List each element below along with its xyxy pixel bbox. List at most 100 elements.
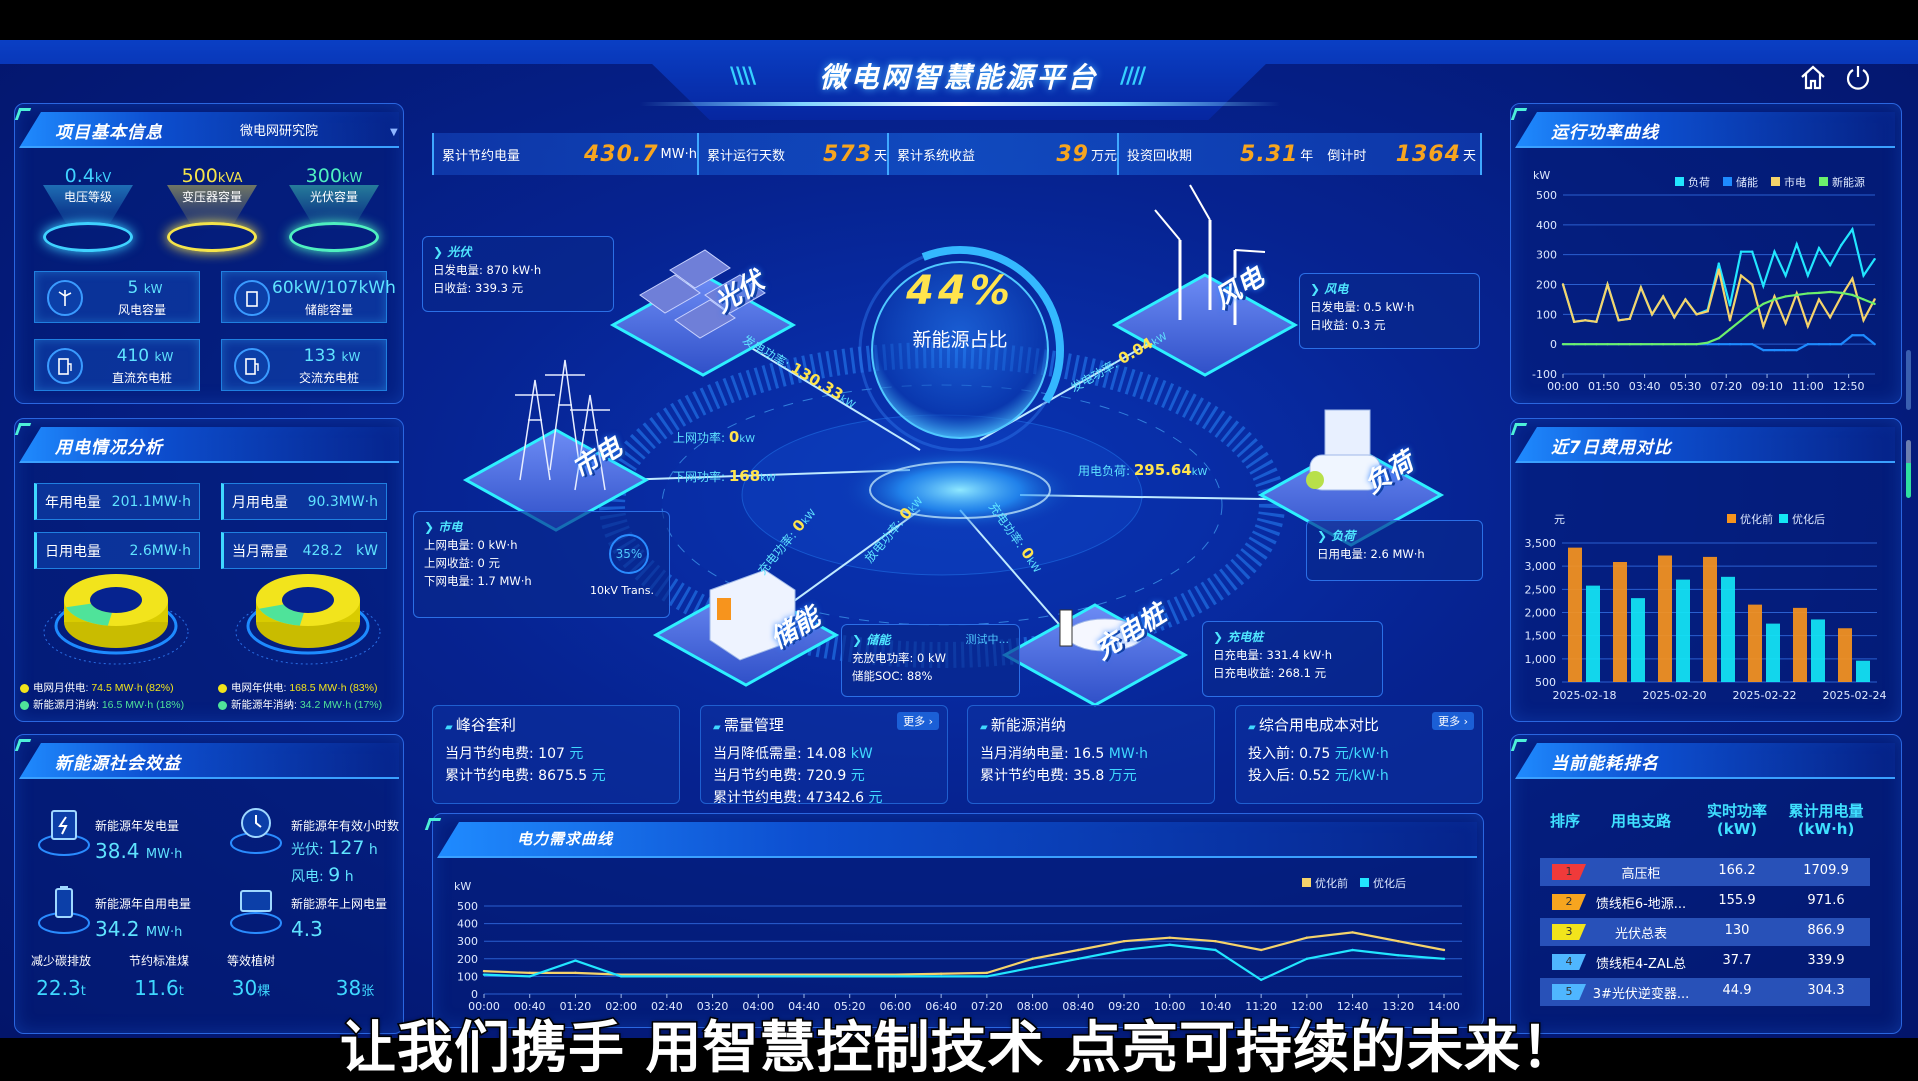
building-icon — [1306, 409, 1381, 491]
data-point — [1806, 325, 1810, 328]
scrollbar[interactable] — [1906, 350, 1911, 410]
bar-优化后-2025-02-19 — [1631, 598, 1645, 682]
power-tower-icon — [515, 359, 610, 491]
y-tick-label: 500 — [1535, 676, 1556, 689]
data-point — [1751, 250, 1754, 253]
panel-title: 电力需求曲线 — [517, 830, 614, 848]
data-point — [711, 975, 714, 978]
legend-swatch — [1727, 514, 1736, 523]
table-row[interactable]: 3 光伏总表 130 866.9 — [1540, 918, 1870, 946]
data-point — [1795, 348, 1798, 352]
data-point — [1828, 263, 1832, 267]
table-row[interactable]: 1 高压柜 166.2 1709.9 — [1540, 858, 1870, 886]
y-axis-label: 元 — [1554, 513, 1565, 526]
legend-swatch — [1779, 514, 1788, 523]
more-button[interactable]: 更多 › — [1432, 712, 1474, 730]
series-line-优化前 — [483, 931, 1445, 976]
panel-corner-mark — [1510, 739, 1528, 751]
realtime-power: 130 — [1724, 923, 1750, 938]
data-point — [894, 973, 897, 976]
data-point — [1122, 948, 1126, 952]
cost-compare-chart: 5001,0001,5002,0002,5003,0003,500元2025-0… — [1525, 512, 1887, 702]
chevron-down-icon[interactable]: ▼ — [390, 127, 398, 138]
scrollbar[interactable] — [1906, 440, 1911, 498]
x-tick-label: 03:20 — [697, 1000, 729, 1013]
x-tick-label: 12:40 — [1337, 1000, 1369, 1013]
panel-title: 新能源社会效益 — [55, 754, 181, 774]
project-selector[interactable]: 微电网研究院▼ — [240, 120, 398, 139]
data-point — [1650, 342, 1654, 346]
x-tick-label: 06:00 — [880, 1000, 912, 1013]
core-base-ring — [869, 461, 1051, 519]
donut-legend-item: 电网年供电: 168.5 MW·h (83%) — [218, 680, 377, 695]
y-tick-label: 3,000 — [1525, 560, 1557, 573]
grid-feed-label: 新能源年上网电量 — [291, 897, 388, 911]
home-icon[interactable] — [1798, 62, 1828, 92]
gauge-ring — [43, 222, 133, 252]
legend-dot — [218, 700, 227, 710]
y-tick-label: 2,000 — [1525, 607, 1557, 620]
more-button[interactable]: 更多 › — [897, 712, 939, 730]
project-info-panel: 项目基本信息 微电网研究院▼ — [14, 103, 404, 404]
bar-优化前-2025-02-24 — [1838, 628, 1852, 682]
power-icon[interactable] — [1843, 62, 1873, 92]
data-point — [1706, 341, 1709, 344]
cumulative-energy: 304.3 — [1807, 983, 1845, 998]
social-benefit-panel: 新能源社会效益 新能源年发电量 38.4 MW·h 新能源年有效小时数 光伏: … — [14, 734, 404, 1034]
tile-label: 储能容量 — [304, 303, 353, 317]
x-tick-label: 00:00 — [1547, 380, 1579, 393]
bar-优化后-2025-02-18 — [1586, 585, 1600, 682]
data-point — [1305, 957, 1309, 960]
data-point — [482, 969, 486, 973]
legend-swatch — [1360, 878, 1369, 887]
y-tick-label: 500 — [457, 900, 478, 913]
capacity-tile: 5 kW 风电容量 — [34, 271, 200, 323]
x-tick-label: 05:20 — [834, 1000, 866, 1013]
donut-legend-item: 新能源月消纳: 16.5 MW·h (18%) — [20, 697, 184, 712]
panel-title: 当前能耗排名 — [1551, 754, 1659, 774]
table-row[interactable]: 2 馈线柜6-地源... 155.9 971.6 — [1540, 888, 1870, 916]
table-row[interactable]: 4 馈线柜4-ZAL总 37.7 339.9 — [1540, 948, 1870, 976]
panel-corner-mark — [1510, 423, 1528, 435]
legend-label: 负荷 — [1688, 175, 1710, 189]
legend-swatch — [1771, 177, 1780, 186]
data-point — [1584, 319, 1587, 322]
data-point — [1773, 250, 1776, 253]
donut-slice-new-energy — [259, 604, 304, 626]
data-point — [1862, 274, 1865, 277]
data-point — [1351, 931, 1354, 934]
legend-label: 优化前 — [1740, 512, 1773, 526]
data-point — [1840, 295, 1843, 298]
data-point — [939, 972, 943, 975]
series-line-负荷 — [1561, 226, 1876, 324]
data-point — [1795, 293, 1798, 297]
data-point — [1840, 291, 1843, 295]
legend-dot — [20, 683, 29, 693]
grid-feed-value: 4.3 — [291, 917, 323, 941]
table-row[interactable]: 5 3#光伏逆变器... 44.9 304.3 — [1540, 978, 1870, 1006]
rank-badge: 2 — [1552, 894, 1586, 910]
table-header: 实时功率 (kW) — [1706, 802, 1767, 838]
data-point — [848, 975, 851, 978]
bar-优化前-2025-02-21 — [1703, 556, 1717, 682]
card-row: 当月消纳电量: 16.5 MW·h — [980, 746, 1149, 762]
data-point — [528, 975, 531, 978]
data-point — [1168, 943, 1171, 946]
countdown-value: 1364 — [1395, 141, 1461, 167]
energy-flow-diagram — [462, 184, 1445, 707]
y-axis-label: kW — [454, 880, 471, 893]
demand-curve-panel: 电力需求曲线 — [424, 813, 1484, 1028]
data-point — [1851, 277, 1854, 280]
data-point — [1561, 283, 1565, 286]
tile-value: 410 kW — [116, 346, 174, 366]
